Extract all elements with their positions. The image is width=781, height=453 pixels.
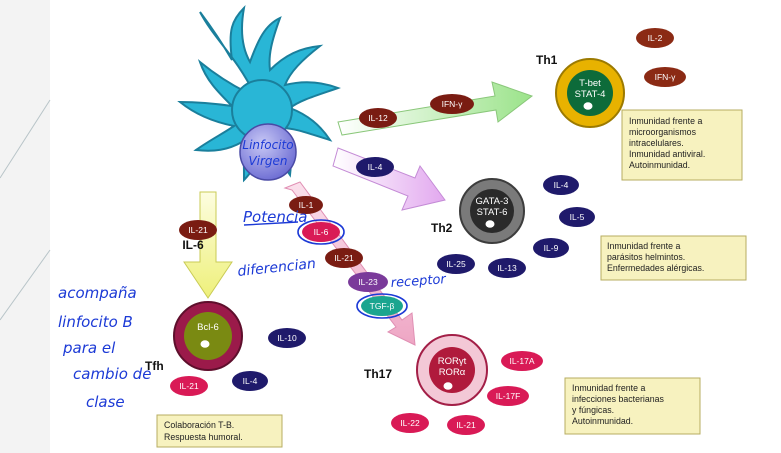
svg-text:IL-21: IL-21 bbox=[456, 420, 476, 430]
arrow-to-tfh bbox=[183, 191, 233, 299]
svg-text:IL-17F: IL-17F bbox=[496, 391, 521, 401]
badge-th2-il9: IL-9 bbox=[533, 238, 569, 258]
svg-text:IL-4: IL-4 bbox=[368, 162, 383, 172]
badge-th17-il17f: IL-17F bbox=[487, 386, 529, 406]
badge-th1-ifng-out: IFN-γ bbox=[644, 67, 686, 87]
svg-text:IL-6: IL-6 bbox=[182, 238, 204, 252]
note-box-tfh: Colaboración T-B. Respuesta humoral. bbox=[156, 414, 283, 448]
badge-th17-il21: IL-21 bbox=[325, 248, 363, 268]
th1-core-line2: STAT-4 bbox=[575, 89, 606, 100]
th2-core-line2: STAT-6 bbox=[477, 207, 508, 218]
badge-tfh-il21-in: IL-21 bbox=[179, 220, 217, 240]
svg-text:IL-21: IL-21 bbox=[188, 225, 208, 235]
naive-lymphocyte: Linfocito Virgen bbox=[239, 123, 297, 181]
naive-label-line1: Linfocito bbox=[242, 138, 293, 152]
th2-cell: GATA-3 STAT-6 Th2 bbox=[431, 178, 525, 244]
badge-th17-il17a: IL-17A bbox=[501, 351, 543, 371]
badge-th2-il25: IL-25 bbox=[437, 254, 475, 274]
svg-text:IL-12: IL-12 bbox=[368, 113, 388, 123]
note-box-th2: Inmunidad frente a parásitos helmintos. … bbox=[600, 235, 747, 281]
badge-tfh-il4: IL-4 bbox=[232, 371, 268, 391]
svg-text:IL-4: IL-4 bbox=[554, 180, 569, 190]
th17-core-line1: RORγt bbox=[438, 356, 467, 367]
th2-label: Th2 bbox=[431, 221, 453, 235]
badge-th17-il1: IL-1 bbox=[289, 196, 323, 214]
note-box-th1: Inmunidad frente a microorganismos intra… bbox=[621, 109, 743, 181]
svg-text:Inmunidad frente a infec: Inmunidad frente a infecciones bacterian… bbox=[572, 383, 666, 426]
svg-text:IL-10: IL-10 bbox=[277, 333, 297, 343]
badge-th17-il6: IL-6 bbox=[297, 219, 345, 245]
badge-th17-il21-out: IL-21 bbox=[447, 415, 485, 435]
hand-potencia: Potencia bbox=[243, 208, 307, 226]
svg-text:IL-17A: IL-17A bbox=[509, 356, 534, 366]
badge-th2-il4-in: IL-4 bbox=[356, 157, 394, 177]
label-tfh-il6-in: IL-6 bbox=[182, 238, 204, 252]
badge-th1-ifng-in: IFN-γ bbox=[430, 94, 474, 114]
th1-core-line1: T-bet bbox=[579, 78, 601, 89]
th2-core-line1: GATA-3 bbox=[476, 196, 509, 207]
tfh-label: Tfh bbox=[145, 359, 164, 373]
cytokine-badges: IL-2 IFN-γ IFN-γ IL-12 IL-4 IL-4 IL-5 bbox=[170, 28, 686, 435]
svg-text:IL-22: IL-22 bbox=[400, 418, 420, 428]
svg-text:IL-25: IL-25 bbox=[446, 259, 466, 269]
svg-text:IL-1: IL-1 bbox=[299, 200, 314, 210]
hand-diferencian: diferencian bbox=[237, 256, 317, 280]
svg-text:TGF-β: TGF-β bbox=[370, 301, 395, 311]
naive-label-line2: Virgen bbox=[248, 154, 287, 168]
badge-tfh-il21: IL-21 bbox=[170, 376, 208, 396]
th17-cell: RORγt RORα Th17 bbox=[364, 334, 488, 406]
th17-core-line2: RORα bbox=[439, 367, 466, 378]
th1-label: Th1 bbox=[536, 53, 558, 67]
badge-th17-tgfb: TGF-β bbox=[356, 293, 408, 319]
svg-text:IL-23: IL-23 bbox=[358, 277, 378, 287]
badge-th17-il22: IL-22 bbox=[391, 413, 429, 433]
handwritten-annotations: Potencia diferencian receptor acompaña l… bbox=[58, 208, 448, 411]
th1-cell: T-bet STAT-4 Th1 bbox=[536, 53, 625, 128]
hand-receptor: receptor bbox=[390, 272, 448, 291]
badge-tfh-il10: IL-10 bbox=[268, 328, 306, 348]
svg-text:Colaboración T-B. Respue: Colaboración T-B. Respuesta humoral. bbox=[164, 420, 243, 442]
svg-text:IL-21: IL-21 bbox=[179, 381, 199, 391]
svg-text:IL-4: IL-4 bbox=[243, 376, 258, 386]
badge-th1-il12: IL-12 bbox=[359, 108, 397, 128]
left-decoration bbox=[0, 0, 51, 453]
svg-text:IL-6: IL-6 bbox=[314, 227, 329, 237]
svg-text:IFN-γ: IFN-γ bbox=[442, 99, 464, 109]
badge-th2-il4: IL-4 bbox=[543, 175, 579, 195]
tfh-cell: Bcl-6 Tfh bbox=[145, 301, 243, 373]
arrow-to-th2 bbox=[332, 147, 446, 211]
svg-text:IL-21: IL-21 bbox=[334, 253, 354, 263]
badge-th17-il23: IL-23 bbox=[348, 272, 388, 292]
badge-th1-il2: IL-2 bbox=[636, 28, 674, 48]
svg-text:IL-5: IL-5 bbox=[570, 212, 585, 222]
svg-text:IL-2: IL-2 bbox=[648, 33, 663, 43]
th17-label: Th17 bbox=[364, 367, 392, 381]
tfh-core: Bcl-6 bbox=[197, 322, 219, 333]
svg-text:Inmunidad frente a micro: Inmunidad frente a microorganismos intra… bbox=[629, 116, 708, 170]
badge-th2-il5: IL-5 bbox=[559, 207, 595, 227]
svg-text:Inmunidad frente a parás: Inmunidad frente a parásitos helmintos. … bbox=[607, 241, 704, 273]
hand-tfh-note: acompaña linfocito B para el cambio de c… bbox=[58, 284, 156, 411]
svg-text:IL-13: IL-13 bbox=[497, 263, 517, 273]
svg-text:IL-9: IL-9 bbox=[544, 243, 559, 253]
note-box-th17: Inmunidad frente a infecciones bacterian… bbox=[564, 377, 701, 435]
svg-text:IFN-γ: IFN-γ bbox=[655, 72, 677, 82]
badge-th2-il13: IL-13 bbox=[488, 258, 526, 278]
